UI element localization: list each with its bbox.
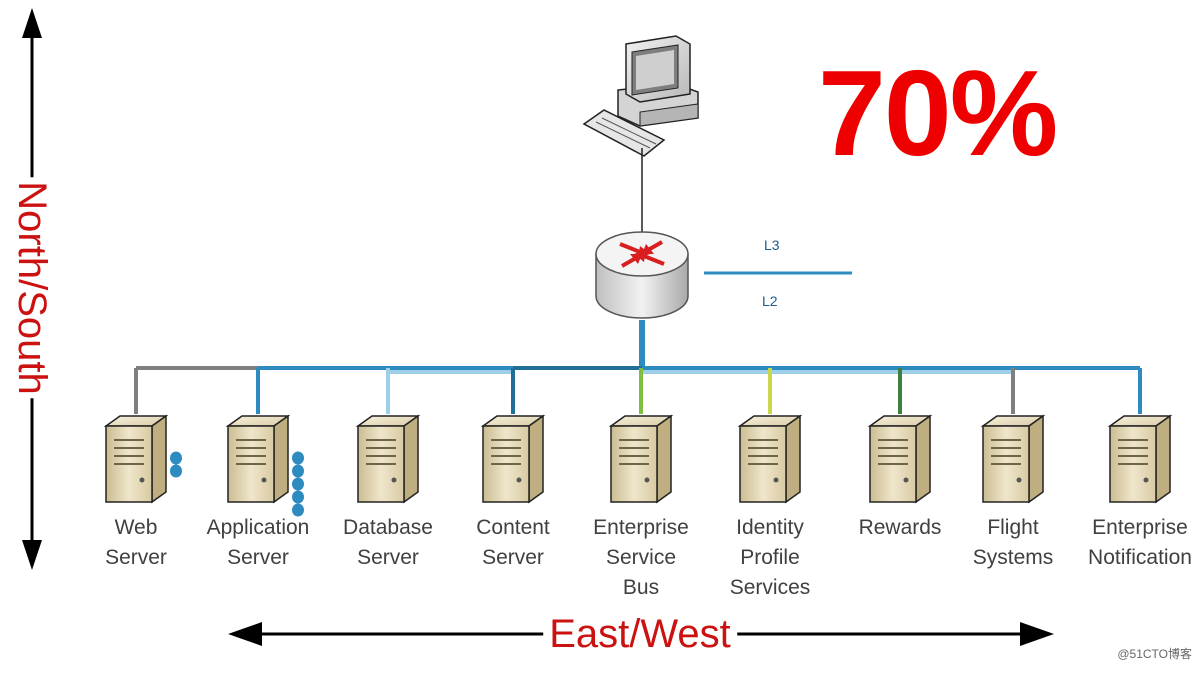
server-icon <box>480 414 546 504</box>
server-label: Web Server <box>105 516 167 569</box>
server-icon <box>737 414 803 504</box>
server-label: Flight Systems <box>972 516 1054 569</box>
headline-percent: 70% <box>818 45 1058 181</box>
instance-dot <box>292 503 304 517</box>
server-icons <box>103 414 1173 517</box>
server-label: Content Server <box>476 516 550 569</box>
east-west-label: East/West <box>543 614 737 654</box>
server-label: Enterprise Service Bus <box>593 516 689 599</box>
instance-dot <box>170 464 182 478</box>
server-label: Enterprise Notification <box>1088 516 1192 569</box>
computer-icon <box>582 35 699 157</box>
bus-lines <box>134 366 1142 414</box>
server-icon <box>608 414 674 504</box>
server-icon <box>867 414 933 504</box>
north-south-label: North/South <box>10 177 54 399</box>
server-icon <box>355 414 421 504</box>
instance-dot <box>292 477 304 491</box>
server-icon <box>980 414 1046 504</box>
instance-dot <box>292 490 304 504</box>
router-icon <box>595 231 689 319</box>
watermark: @51CTO博客 <box>1117 647 1192 661</box>
instance-dot <box>292 464 304 478</box>
server-icon <box>103 414 169 504</box>
server-label: Rewards <box>858 516 942 539</box>
server-label: Application Server <box>206 516 310 569</box>
server-label: Identity Profile Services <box>729 516 811 599</box>
server-icon <box>225 414 291 504</box>
instance-dot <box>292 451 304 465</box>
l2-label: L2 <box>762 293 778 309</box>
l3-label: L3 <box>764 237 780 253</box>
instance-dot <box>170 451 182 465</box>
server-icon <box>1107 414 1173 504</box>
server-label: Database Server <box>343 516 433 569</box>
